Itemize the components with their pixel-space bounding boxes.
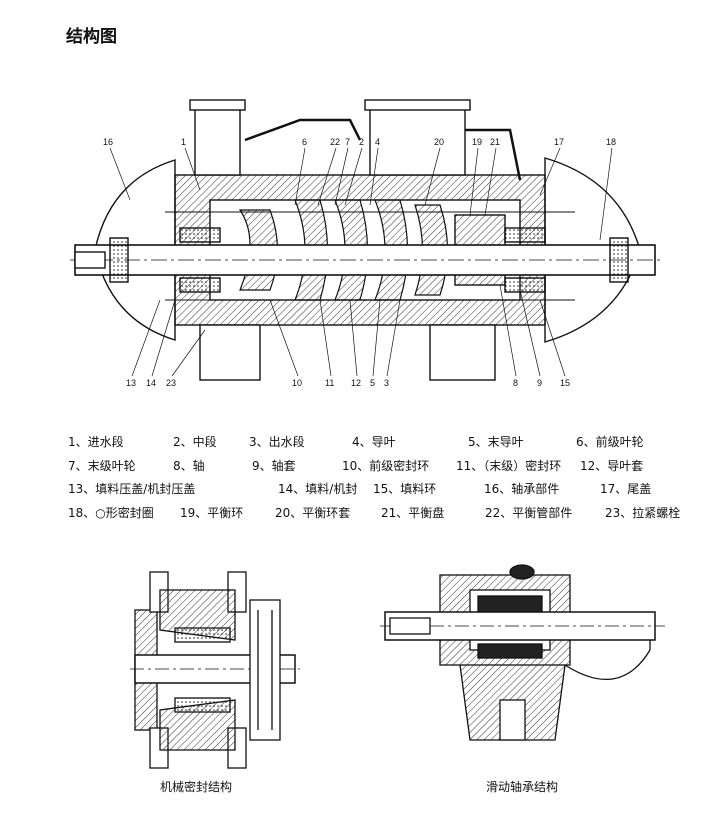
legend-item: 12、导叶套	[580, 458, 644, 473]
callout-9: 9	[537, 378, 542, 388]
callout-3: 3	[384, 378, 389, 388]
callout-5: 5	[370, 378, 375, 388]
legend-row: 7、末级叶轮 8、轴 9、轴套 10、前级密封环 11、（末级）密封环 12、导…	[68, 454, 708, 478]
legend-item: 22、平衡管部件	[485, 505, 573, 520]
legend-item: 1、进水段	[68, 435, 124, 450]
callout-22: 22	[330, 137, 340, 147]
callout-6: 6	[302, 137, 307, 147]
legend-row: 1、进水段 2、中段 3、出水段 4、导叶 5、末导叶 6、前级叶轮	[68, 430, 708, 454]
mechanical-seal-drawing	[130, 571, 300, 769]
legend-item: 6、前级叶轮	[576, 435, 644, 450]
callout-13: 13	[126, 378, 136, 388]
caption-mechanical-seal: 机械密封结构	[160, 780, 233, 794]
legend-item: 18、○形密封圈	[68, 505, 154, 520]
callout-1: 1	[181, 137, 186, 147]
page-title: 结构图	[66, 27, 117, 47]
callout-17: 17	[554, 137, 564, 147]
parts-legend: 1、进水段 2、中段 3、出水段 4、导叶 5、末导叶 6、前级叶轮 7、末级叶…	[68, 430, 708, 524]
callout-21: 21	[490, 137, 500, 147]
callout-10: 10	[292, 378, 302, 388]
callout-14: 14	[146, 378, 156, 388]
callout-15: 15	[560, 378, 570, 388]
callout-4: 4	[375, 137, 380, 147]
callout-20: 20	[434, 137, 444, 147]
callout-leaders	[109, 147, 613, 377]
legend-item: 21、平衡盘	[381, 505, 445, 520]
legend-item: 3、出水段	[249, 435, 305, 450]
legend-item: 23、拉紧螺栓	[605, 505, 681, 520]
legend-item: 2、中段	[173, 435, 217, 450]
legend-item: 7、末级叶轮	[68, 458, 136, 473]
caption-sliding-bearing: 滑动轴承结构	[486, 780, 559, 794]
callout-2: 2	[359, 137, 364, 147]
callout-19: 19	[472, 137, 482, 147]
legend-item: 16、轴承部件	[484, 482, 560, 497]
legend-item: 14、填料/机封	[278, 482, 358, 497]
legend-item: 20、平衡环套	[275, 505, 351, 520]
callout-12: 12	[351, 378, 361, 388]
legend-item: 19、平衡环	[180, 505, 244, 520]
legend-row: 13、填料压盖/机封压盖 14、填料/机封 15、填料环 16、轴承部件 17、…	[68, 477, 708, 501]
callout-23: 23	[166, 378, 176, 388]
legend-item: 10、前级密封环	[342, 458, 430, 473]
callout-labels: 16 1 6 22 7 2 4 20 19 21 17 18 13 14 23 …	[103, 137, 616, 388]
callout-18: 18	[606, 137, 616, 147]
legend-item: 5、末导叶	[468, 435, 524, 450]
legend-item: 11、（末级）密封环	[456, 458, 562, 473]
legend-item: 4、导叶	[352, 435, 396, 450]
legend-item: 15、填料环	[373, 482, 437, 497]
legend-row: 18、○形密封圈 19、平衡环 20、平衡环套 21、平衡盘 22、平衡管部件 …	[68, 501, 708, 525]
callout-11: 11	[325, 378, 334, 388]
legend-item: 8、轴	[173, 458, 205, 473]
legend-item: 9、轴套	[252, 458, 296, 473]
main-pump-section	[70, 99, 660, 381]
callout-16: 16	[103, 137, 113, 147]
callout-7: 7	[345, 137, 350, 147]
legend-item: 13、填料压盖/机封压盖	[68, 482, 196, 497]
sliding-bearing-drawing	[380, 564, 665, 741]
callout-8: 8	[513, 378, 518, 388]
legend-item: 17、尾盖	[600, 482, 652, 497]
